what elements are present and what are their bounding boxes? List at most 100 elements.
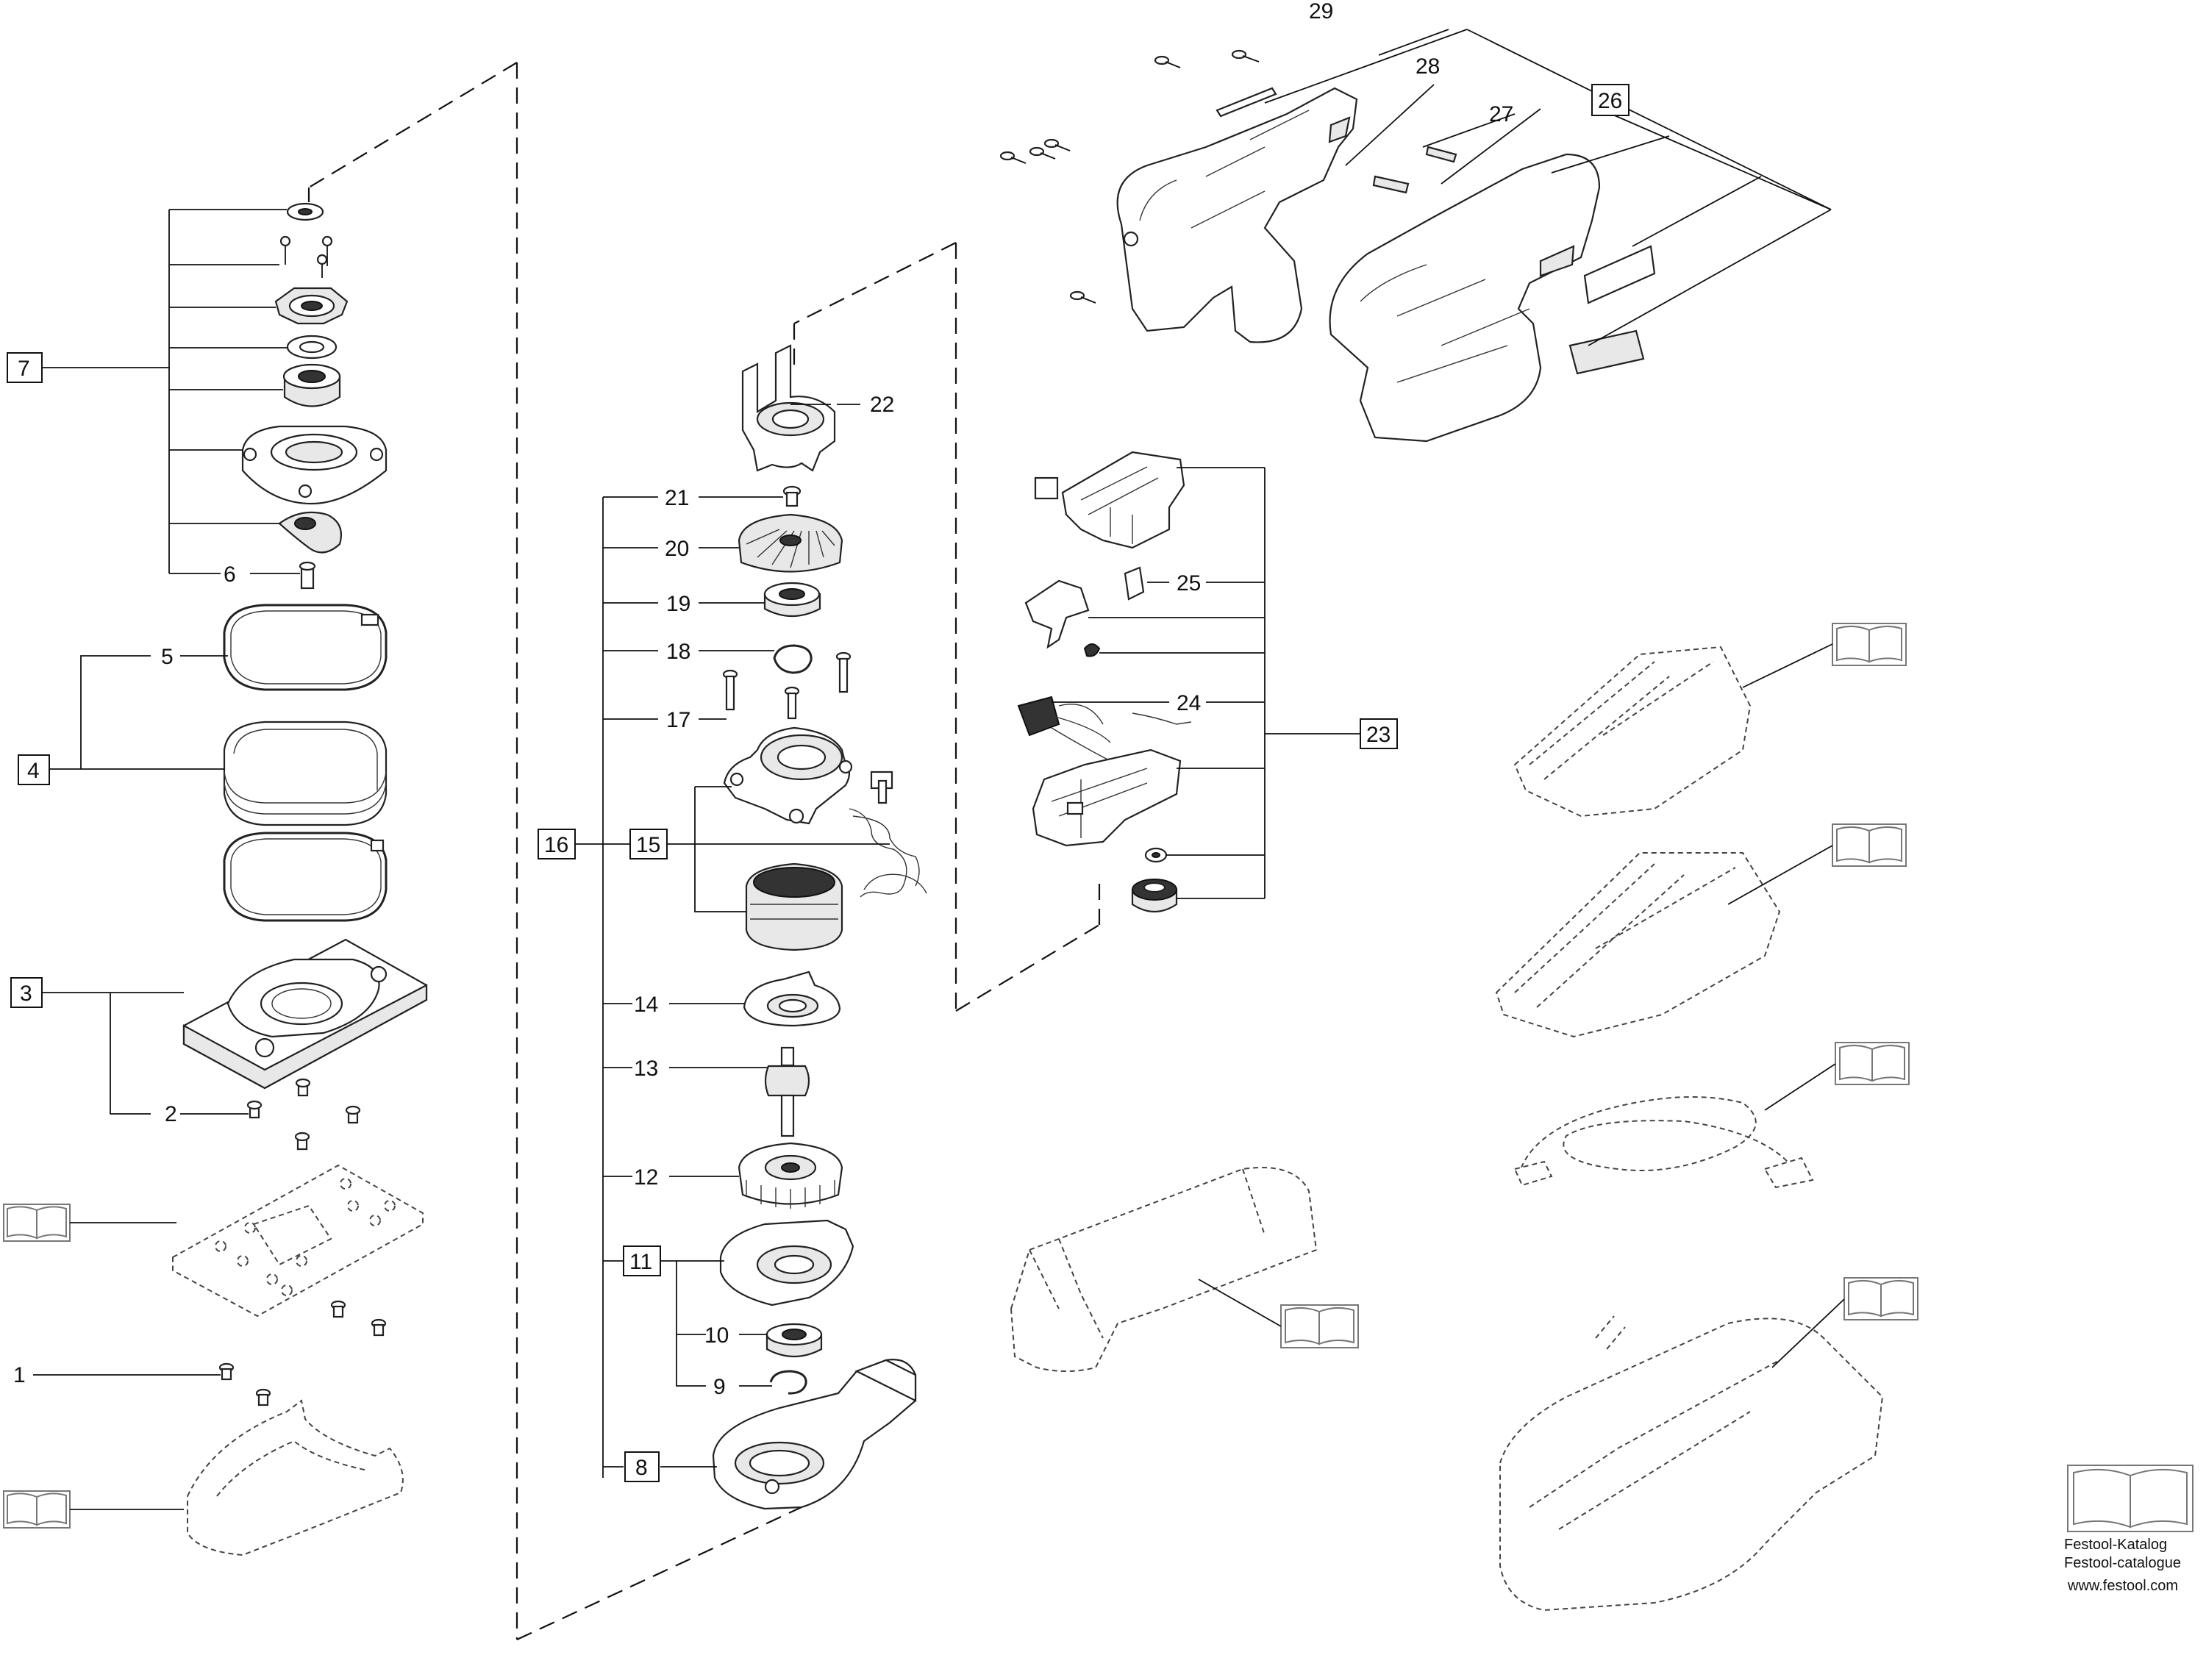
stator-wires [849, 771, 927, 898]
bearing-10 [765, 1323, 823, 1357]
counterweight [278, 511, 343, 554]
seal-ring-lower [223, 832, 388, 922]
callout-22: 22 [870, 393, 894, 417]
shaft-screw-6 [299, 561, 316, 590]
callout-20: 20 [665, 537, 689, 561]
open-book-icon [3, 1490, 71, 1529]
callout-box-3 [10, 977, 43, 1008]
bracket-14 [743, 971, 841, 1027]
bearing-flange [274, 287, 349, 325]
base-plate-3 [182, 938, 428, 1090]
housing-shell-left [1116, 87, 1358, 343]
assembly-dashed-lines [307, 62, 1101, 1640]
switch-25 [1024, 566, 1145, 657]
callout-5: 5 [161, 645, 174, 669]
eccentric-housing [241, 425, 388, 505]
open-book-icon [3, 1204, 71, 1242]
labels-27-28 [1216, 87, 1457, 194]
fan-12 [738, 1142, 843, 1209]
callout-2: 2 [165, 1102, 177, 1126]
open-book-icon [2067, 1465, 2193, 1532]
callout-box-4 [18, 754, 50, 785]
leader-lines [33, 29, 1845, 1510]
callout-19: 19 [666, 592, 690, 616]
systainer-ghost [1010, 1167, 1318, 1372]
knob-small [1144, 847, 1168, 863]
callout-7: 7 [18, 357, 30, 381]
callout-29: 29 [1309, 0, 1333, 24]
callout-16: 16 [544, 833, 568, 857]
screws-2 [246, 1078, 361, 1151]
pad-screws [218, 1300, 387, 1406]
stator-coil [745, 862, 843, 951]
fan-housing-11 [719, 1219, 854, 1307]
callout-box-8 [624, 1451, 660, 1482]
base-housing-8 [712, 1359, 917, 1510]
callout-21: 21 [665, 486, 689, 510]
screw-21 [782, 485, 802, 507]
callout-23: 23 [1366, 723, 1391, 747]
callout-10: 10 [704, 1323, 729, 1348]
callout-6: 6 [224, 562, 236, 587]
open-book-icon [1832, 623, 1907, 666]
catalog-label-de: Festool-Katalog [2064, 1537, 2167, 1553]
circlip-18 [773, 644, 813, 674]
open-book-icon [1832, 823, 1907, 867]
callout-box-23 [1360, 718, 1398, 749]
ball-bearing-7 [282, 363, 341, 407]
callout-15: 15 [636, 833, 660, 857]
screws-29 [999, 49, 1260, 304]
retaining-ring-9 [769, 1370, 807, 1395]
open-book-icon [1280, 1304, 1359, 1348]
bumper-ring-4 [223, 721, 388, 826]
callout-25: 25 [1177, 571, 1201, 596]
callout-28: 28 [1416, 54, 1440, 79]
callout-box-11 [623, 1245, 661, 1276]
callout-3: 3 [20, 982, 32, 1006]
callout-17: 17 [666, 708, 690, 732]
spacer-ring [286, 335, 338, 360]
callout-1: 1 [13, 1363, 26, 1387]
callout-box-16 [538, 829, 576, 859]
motor-housing-15 [723, 726, 853, 825]
charger-ghost [1499, 1315, 1884, 1612]
battery-2-ghost [1495, 852, 1781, 1038]
callout-27: 27 [1489, 102, 1513, 126]
housing-shell-right [1329, 153, 1656, 443]
open-book-icon [1843, 1277, 1918, 1320]
washer-top [286, 202, 324, 221]
screws-17 [722, 651, 852, 720]
seal-ring-upper [223, 604, 388, 691]
small-screws [279, 235, 333, 278]
catalog-label-en: Festool-catalogue [2064, 1555, 2181, 1571]
callout-4: 4 [27, 759, 40, 783]
callout-26: 26 [1598, 89, 1622, 113]
rotor-13 [764, 1046, 810, 1137]
open-book-icon [1835, 1042, 1910, 1085]
callout-13: 13 [634, 1057, 658, 1081]
callout-12: 12 [634, 1165, 658, 1190]
fan-20 [738, 513, 843, 573]
battery-1-ghost [1513, 646, 1752, 818]
callout-18: 18 [666, 640, 690, 664]
switch-carrier [1034, 451, 1185, 549]
speed-wheel [1131, 879, 1178, 912]
callout-box-15 [629, 829, 668, 859]
catalog-url: www.festool.com [2067, 1578, 2178, 1594]
brush-holder-22 [741, 344, 836, 472]
connector-24 [1017, 696, 1192, 765]
electronics-board [1032, 748, 1182, 847]
callout-24: 24 [1177, 691, 1201, 715]
callout-box-7 [7, 352, 43, 383]
cable-ghost [1513, 1096, 1814, 1189]
callout-14: 14 [634, 993, 658, 1017]
callout-8: 8 [635, 1456, 648, 1480]
bearing-19 [763, 582, 821, 618]
callout-9: 9 [713, 1375, 726, 1399]
dust-skirt-ghost [187, 1399, 404, 1556]
sanding-pad-ghost [172, 1164, 424, 1318]
catalog-reference: Festool-Katalog Festool-catalogue www.fe… [2064, 1537, 2181, 1594]
callout-11: 11 [629, 1250, 652, 1274]
callout-box-26 [1591, 84, 1629, 116]
